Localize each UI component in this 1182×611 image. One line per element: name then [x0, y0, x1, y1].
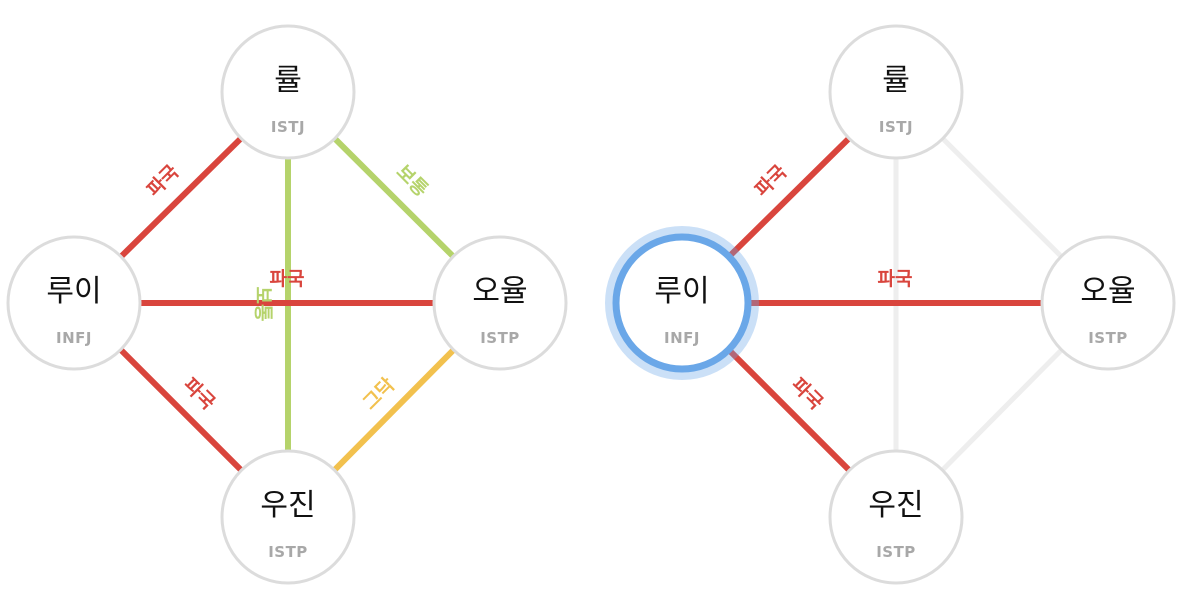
edge-label-rui-oyul: 파국 [878, 268, 913, 290]
node-circle [220, 24, 356, 160]
person-mbti: ISTP [480, 329, 520, 347]
edge-label-rui-ujin: 파국 [179, 374, 219, 414]
node-circle [828, 24, 964, 160]
edge-label-rui-ujin: 파국 [787, 374, 827, 414]
person-mbti: INFJ [56, 329, 92, 347]
edge-label-rui-ryul: 파국 [143, 161, 183, 201]
person-mbti: ISTJ [879, 118, 913, 136]
node-circle [828, 449, 964, 585]
edge-label-rui-oyul: 파국 [270, 268, 305, 290]
person-mbti: ISTP [268, 543, 308, 561]
node-circle [220, 449, 356, 585]
person-node-oyul[interactable]: 오율 ISTP [432, 235, 568, 371]
person-node-rui[interactable]: 루이 INFJ [6, 235, 142, 371]
person-node-ujin[interactable]: 우진 ISTP [828, 449, 964, 585]
node-circle [6, 235, 142, 371]
node-circle [432, 235, 568, 371]
person-name: 루이 [654, 274, 709, 309]
person-node-oyul[interactable]: 오율 ISTP [1040, 235, 1176, 371]
selection-glow [605, 226, 759, 380]
person-name: 률 [274, 63, 302, 98]
edge-label-ryul-ujin: 보통 [252, 287, 274, 322]
person-node-ryul[interactable]: 률 ISTJ [828, 24, 964, 160]
person-name: 오율 [1080, 274, 1135, 309]
edge-label-rui-ryul: 파국 [751, 161, 791, 201]
person-name: 우진 [260, 488, 315, 523]
person-mbti: ISTJ [271, 118, 305, 136]
person-name: 오율 [472, 274, 527, 309]
person-node-rui[interactable]: 루이 INFJ [605, 226, 759, 380]
node-circle [1040, 235, 1176, 371]
person-mbti: ISTP [1088, 329, 1128, 347]
edge-label-ryul-oyul: 보통 [392, 161, 432, 201]
node-circle [612, 233, 752, 373]
person-name: 률 [882, 63, 910, 98]
person-name: 우진 [868, 488, 923, 523]
person-mbti: INFJ [664, 329, 700, 347]
person-mbti: ISTP [876, 543, 916, 561]
person-node-ujin[interactable]: 우진 ISTP [220, 449, 356, 585]
person-name: 루이 [46, 274, 101, 309]
person-node-ryul[interactable]: 률 ISTJ [220, 24, 356, 160]
